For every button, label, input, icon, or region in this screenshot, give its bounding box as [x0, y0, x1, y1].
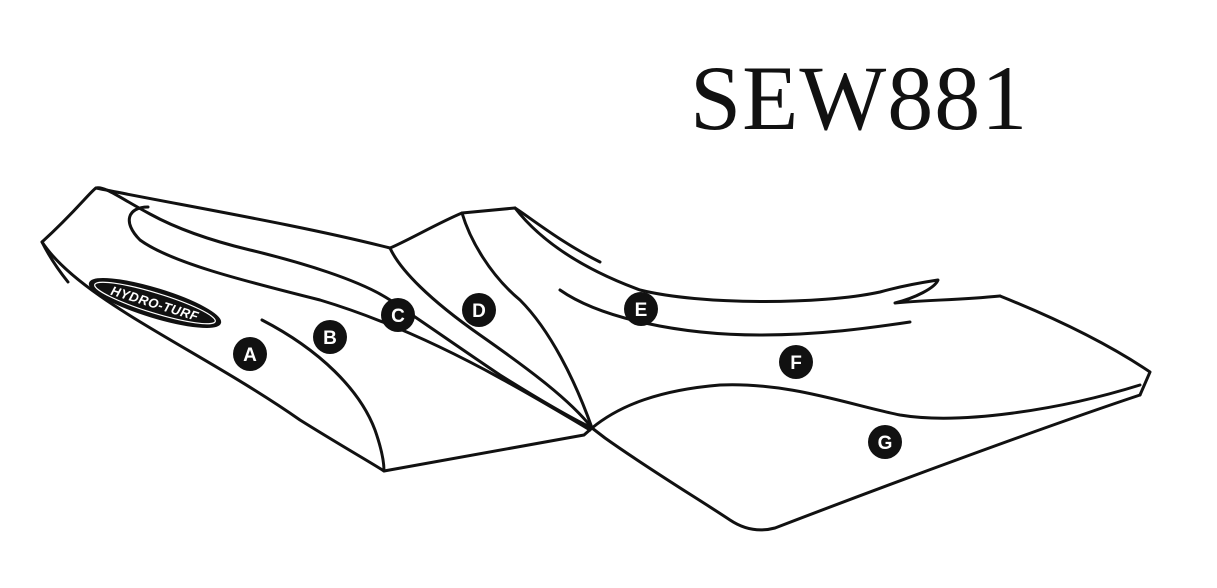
divider-a-b [260, 318, 386, 473]
divider-d-e [460, 211, 594, 430]
marker-c-label: C [391, 306, 405, 327]
marker-b: B [313, 320, 347, 354]
marker-d: D [462, 293, 496, 327]
marker-e: E [624, 292, 658, 326]
marker-g: G [868, 425, 902, 459]
front-cushion-curve [127, 205, 592, 432]
rear-top-curve [513, 206, 1002, 305]
marker-c: C [381, 298, 415, 332]
rear-bottom-outline [590, 393, 1142, 532]
marker-g-label: G [878, 433, 893, 454]
marker-a: A [233, 337, 267, 371]
hydro-turf-logo: HYDRO-TURF [88, 278, 222, 328]
marker-a-label: A [243, 345, 257, 366]
divider-c-d [388, 246, 594, 430]
marker-f: F [779, 345, 813, 379]
front-side-line [40, 240, 70, 284]
marker-f-label: F [790, 353, 802, 374]
model-title: SEW881 [690, 47, 1029, 149]
divider-e-f [558, 288, 912, 337]
marker-e-label: E [635, 300, 648, 321]
rear-outer-top [998, 294, 1152, 397]
marker-b-label: B [323, 328, 337, 349]
front-top-line [94, 186, 392, 250]
marker-d-label: D [472, 301, 486, 322]
front-seat-outline [40, 186, 594, 473]
divider-f-g [590, 383, 1142, 430]
